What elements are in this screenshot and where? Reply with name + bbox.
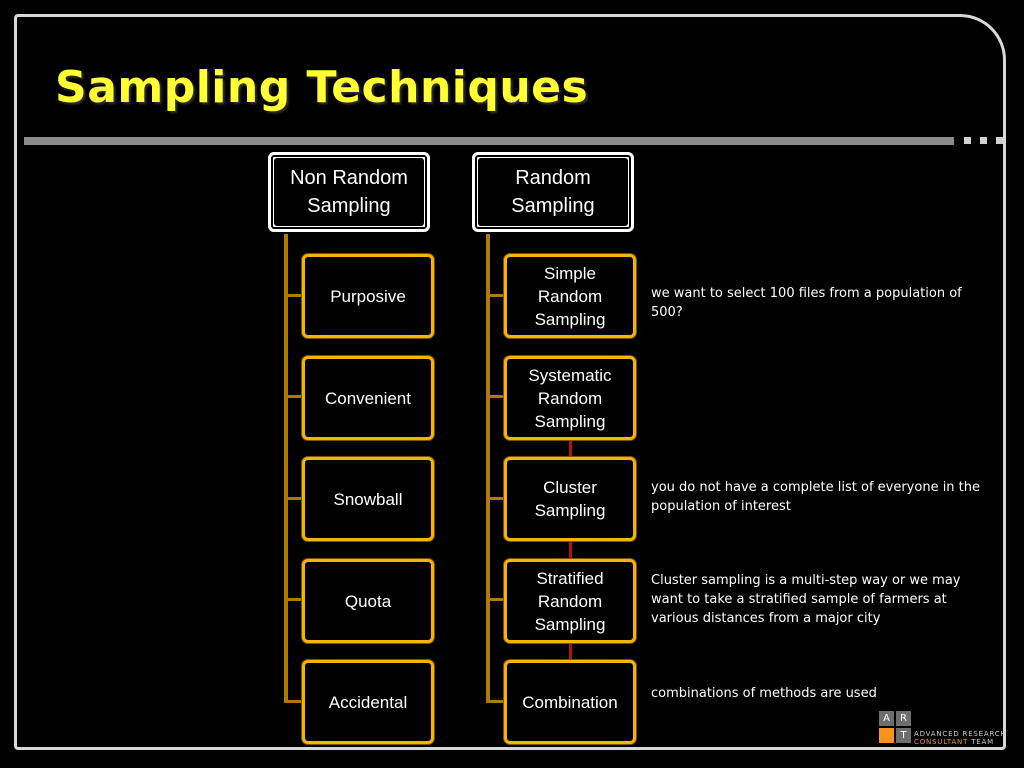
- node-snowball: Snowball: [302, 457, 434, 541]
- art-logo: A R T ADVANCED RESEARCH CONSULTANT TEAM: [877, 710, 1007, 746]
- node-link: [569, 438, 572, 458]
- node-label-line: Random: [537, 388, 603, 408]
- decor-dot: [996, 137, 1003, 144]
- node-convenient: Convenient: [302, 356, 434, 440]
- random-root-node: Random Sampling: [472, 152, 634, 232]
- node-label-line: Simple: [544, 263, 596, 283]
- note-combination: combinations of methods are used: [651, 686, 877, 701]
- node-label-line: Random: [537, 286, 603, 306]
- node-label: Snowball: [333, 489, 403, 509]
- random-connector-branch: [486, 700, 505, 703]
- title-underline: [24, 137, 954, 145]
- logo-orange-block: [879, 728, 894, 743]
- node-combination: Combination: [504, 660, 636, 744]
- node-link: [569, 540, 572, 560]
- random-connector-branch: [486, 497, 505, 500]
- non-random-connector-branch: [284, 294, 303, 297]
- random-connector-trunk: [486, 234, 490, 702]
- logo-line-2: CONSULTANT TEAM: [914, 738, 994, 746]
- node-label-line: Random: [537, 591, 603, 611]
- non-random-connector-trunk: [284, 234, 288, 702]
- note-stratified: Cluster sampling is a multi-step way or …: [651, 573, 961, 626]
- node-systematic-random-sampling: Systematic Random Sampling: [504, 356, 636, 440]
- decor-dot: [980, 137, 987, 144]
- node-link: [569, 641, 572, 661]
- logo-line-1: ADVANCED RESEARCH: [914, 730, 1007, 738]
- root-label-line: Random: [515, 167, 591, 189]
- node-label-line: Cluster: [543, 478, 597, 497]
- node-label-line: Sampling: [534, 501, 606, 520]
- decor-dot: [964, 137, 971, 144]
- node-cluster-sampling: Cluster Sampling: [504, 457, 636, 541]
- root-label-line: Sampling: [511, 195, 595, 217]
- non-random-connector-branch: [284, 395, 303, 398]
- node-simple-random-sampling: Simple Random Sampling: [504, 254, 636, 338]
- node-label: Purposive: [330, 286, 406, 306]
- non-random-connector-branch: [284, 700, 303, 703]
- random-connector-branch: [486, 395, 505, 398]
- logo-letter: A: [879, 711, 894, 726]
- node-label-line: Sampling: [534, 309, 606, 329]
- node-label: Combination: [522, 692, 618, 712]
- node-label-line: Stratified: [536, 568, 604, 588]
- random-connector-branch: [486, 598, 505, 601]
- node-accidental: Accidental: [302, 660, 434, 744]
- logo-letter: R: [896, 711, 911, 726]
- node-stratified-random-sampling: Stratified Random Sampling: [504, 559, 636, 643]
- node-label-line: Systematic: [528, 365, 612, 385]
- node-quota: Quota: [302, 559, 434, 643]
- root-label-line: Non Random: [290, 167, 408, 189]
- slide-title: Sampling Techniques: [55, 62, 589, 113]
- logo-line-2-accent: CONSULTANT: [914, 738, 969, 746]
- node-label: Convenient: [324, 388, 411, 408]
- non-random-connector-branch: [284, 497, 303, 500]
- non-random-root-node: Non Random Sampling: [268, 152, 430, 232]
- logo-letter: T: [896, 728, 911, 743]
- node-label: Quota: [344, 591, 392, 611]
- random-connector-branch: [486, 294, 505, 297]
- node-label: Accidental: [328, 692, 408, 712]
- logo-line-2-rest: TEAM: [968, 738, 994, 746]
- node-purposive: Purposive: [302, 254, 434, 338]
- non-random-connector-branch: [284, 598, 303, 601]
- node-label-line: Sampling: [534, 614, 606, 634]
- root-label-line: Sampling: [307, 195, 391, 217]
- note-simple-random: we want to select 100 files from a popul…: [651, 286, 962, 320]
- node-label-line: Sampling: [534, 411, 606, 431]
- note-cluster: you do not have a complete list of every…: [651, 480, 981, 514]
